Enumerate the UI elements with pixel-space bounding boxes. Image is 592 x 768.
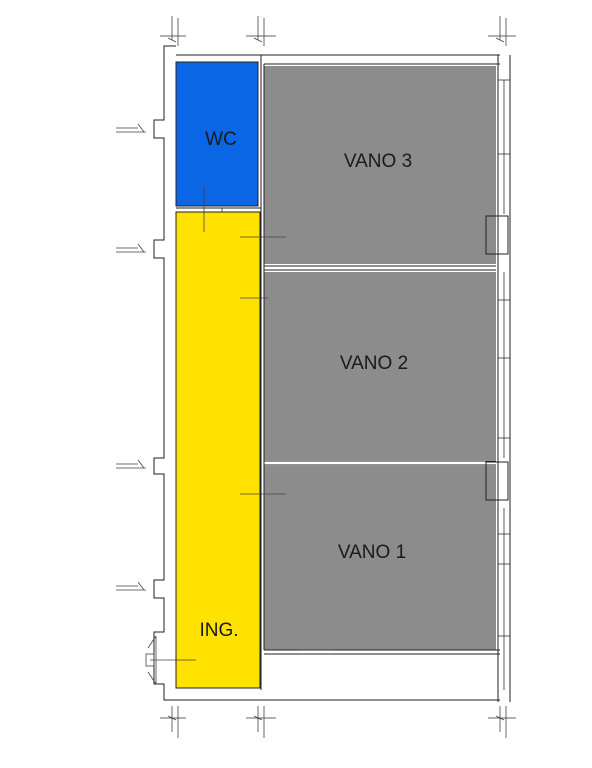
- room-vano-3[interactable]: [264, 66, 496, 264]
- room-vano-1[interactable]: [264, 466, 496, 650]
- room-wc[interactable]: [175, 61, 259, 207]
- room-vano-2[interactable]: [264, 272, 496, 460]
- room-label-vano-1: VANO 1: [338, 542, 406, 563]
- room-label-wc: WC: [205, 129, 237, 150]
- entrance-arrow-icon: [145, 635, 157, 685]
- room-label-vano-2: VANO 2: [340, 353, 408, 374]
- top-break-symbols: [160, 16, 516, 46]
- walls: [153, 45, 511, 702]
- room-label-ingresso: ING.: [199, 620, 238, 641]
- room-ingresso[interactable]: [175, 211, 261, 689]
- room-label-vano-3: VANO 3: [344, 151, 412, 172]
- door-marks: [150, 186, 286, 661]
- wall-break-symbols: [116, 123, 146, 591]
- bottom-break-symbols: [160, 706, 516, 738]
